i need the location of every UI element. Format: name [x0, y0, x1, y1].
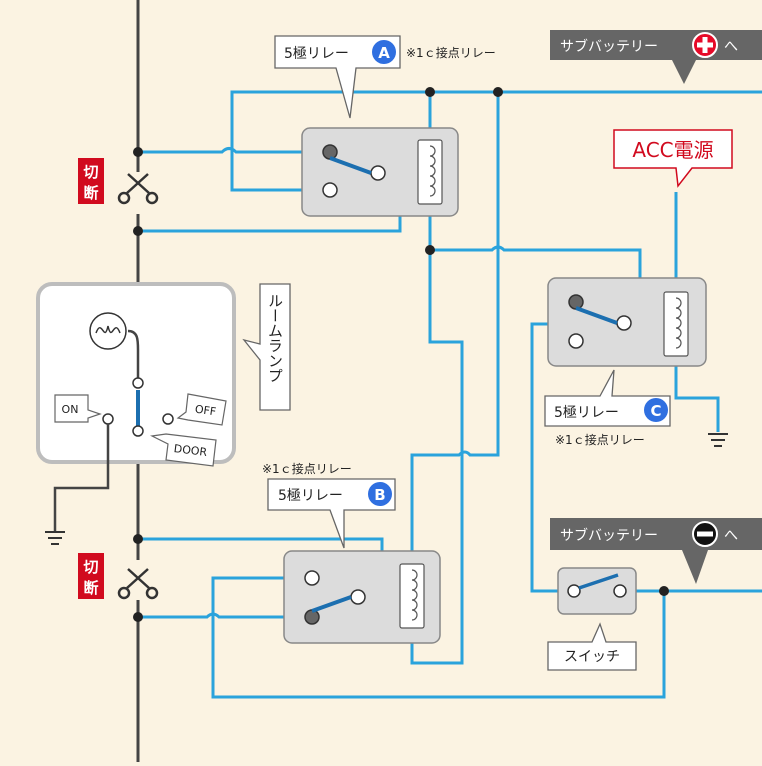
- relay-a: [301, 127, 459, 217]
- door-label: DOOR: [173, 442, 208, 459]
- relay-c-name: 5極リレー: [554, 405, 619, 421]
- sub-battery-plus-callout: サブバッテリー へ: [550, 30, 762, 84]
- junctions: [133, 87, 669, 622]
- cut-label: 断: [83, 184, 98, 202]
- sub-battery-minus-callout: サブバッテリー へ: [550, 518, 762, 584]
- relay-c: [547, 277, 707, 367]
- relay-b-callout: 5極リレー B: [267, 478, 396, 549]
- scissors-icon: [117, 173, 159, 205]
- cut-marker-bottom: 切 断: [78, 553, 159, 600]
- wire-ground-c: [674, 350, 720, 432]
- cut-label: 切: [83, 163, 98, 181]
- wire-a-common: [138, 147, 325, 154]
- relay-c-badge: C: [650, 402, 661, 420]
- sub-battery-plus-suffix: へ: [724, 39, 738, 55]
- relay-c-callout: 5極リレー C: [544, 369, 671, 427]
- cut-label: 断: [83, 579, 98, 597]
- switch-callout: スイッチ: [547, 622, 637, 671]
- relay-a-callout: 5極リレー A ※1ｃ接点リレー: [274, 35, 496, 119]
- acc-power-callout: ACC電源: [613, 129, 733, 188]
- room-lamp-callout: ルームランプ: [242, 283, 291, 411]
- sub-battery-minus-suffix: へ: [724, 528, 738, 544]
- on-tag: ON: [54, 394, 102, 423]
- cut-label: 切: [83, 558, 98, 576]
- off-tag: OFF: [176, 393, 227, 426]
- wire-b-coil: [410, 250, 464, 665]
- ground-icon: [708, 433, 728, 447]
- switch: [557, 567, 637, 615]
- off-label: OFF: [194, 403, 217, 419]
- wire-b-return: [211, 576, 666, 699]
- relay-a-badge: A: [378, 44, 390, 62]
- sub-battery-minus-text: サブバッテリー: [560, 527, 658, 544]
- cut-marker-top: 切 断: [78, 158, 159, 205]
- wire-bus-drop: [410, 92, 500, 566]
- sub-battery-plus-text: サブバッテリー: [560, 38, 658, 55]
- on-label: ON: [62, 403, 79, 416]
- relay-b-note: ※1ｃ接点リレー: [262, 461, 352, 476]
- bulb-icon: [89, 312, 127, 350]
- room-lamp-label: ルームランプ: [266, 293, 284, 383]
- wires: [138, 90, 762, 699]
- relay-a-name: 5極リレー: [284, 46, 349, 62]
- relay-c-note: ※1ｃ接点リレー: [555, 432, 645, 447]
- relay-a-note: ※1ｃ接点リレー: [406, 45, 496, 60]
- switch-label: スイッチ: [564, 649, 620, 665]
- scissors-icon: [117, 568, 159, 600]
- door-tag: DOOR: [150, 433, 217, 467]
- relay-b-name: 5極リレー: [278, 488, 343, 504]
- acc-power-label: ACC電源: [632, 138, 713, 162]
- relay-b-badge: B: [374, 486, 385, 504]
- relay-b: [283, 550, 441, 644]
- ground-icon: [45, 531, 65, 545]
